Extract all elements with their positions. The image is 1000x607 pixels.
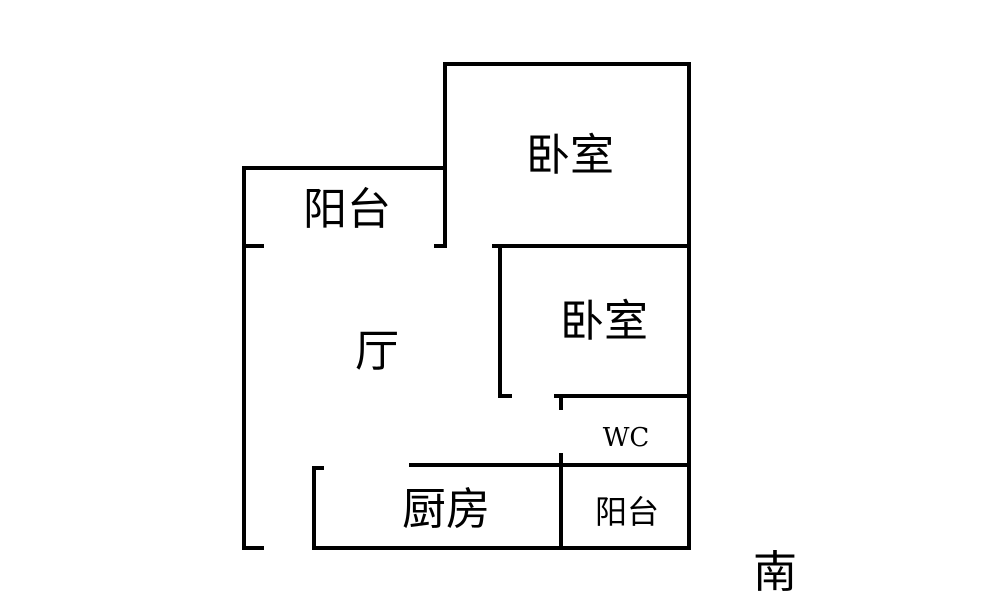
wall-kitchen — [312, 466, 691, 550]
label-kitchen: 厨房 — [402, 484, 490, 535]
label-balcony-small: 阳台 — [595, 493, 659, 531]
room-labels: 卧室 阳台 卧室 厅 WC 厨房 阳台 — [303, 130, 659, 535]
wall-bedroom-middle — [498, 246, 512, 398]
wall-bedroom-top — [443, 62, 691, 550]
walls — [242, 62, 691, 550]
label-wc: WC — [603, 423, 650, 453]
label-bedroom-top: 卧室 — [526, 130, 614, 181]
label-living-room: 厅 — [355, 326, 399, 377]
compass-south-label: 南 — [753, 547, 797, 598]
label-balcony-left: 阳台 — [303, 184, 391, 235]
label-bedroom-middle: 卧室 — [560, 296, 648, 347]
wall-balcony-left — [242, 166, 447, 550]
